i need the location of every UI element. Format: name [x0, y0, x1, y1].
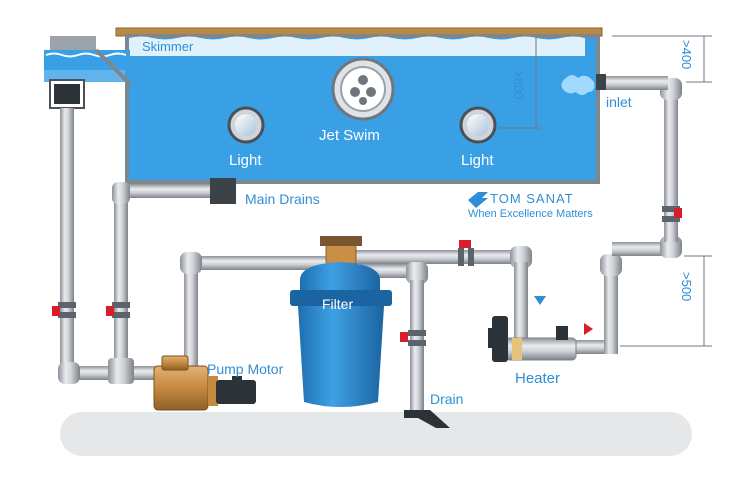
light-left-label: Light: [229, 152, 262, 169]
valve-return[interactable]: [674, 208, 682, 218]
pipe-inlet-h: [602, 76, 668, 90]
filter-label: Filter: [322, 296, 354, 312]
triangle-right-icon: [584, 323, 593, 335]
pipe-pump-up: [184, 262, 198, 376]
pipe-return-h: [612, 242, 674, 256]
pipe-skimmer-down: [60, 108, 74, 376]
main-drain-fitting: [210, 178, 236, 204]
ground-slab: [60, 412, 692, 456]
valve-drain[interactable]: [400, 332, 408, 342]
pump-motor: [153, 355, 256, 411]
drain-label: Drain: [430, 391, 464, 407]
jet-swim-label: Jet Swim: [319, 127, 380, 144]
pump-motor-label: Pump Motor: [207, 361, 284, 377]
valve-main-drain[interactable]: [106, 306, 114, 316]
skimmer-label: Skimmer: [142, 39, 194, 54]
light-right: [459, 106, 497, 144]
pipe-filter-out: [350, 250, 520, 264]
pipe-main-drain-down: [114, 194, 128, 374]
dimension-above-water: >400: [679, 40, 694, 70]
skimmer-unit: [44, 36, 132, 109]
brand-tagline: When Excellence Matters: [468, 208, 593, 220]
valve-skimmer[interactable]: [52, 306, 60, 316]
jet-swim-unit: [331, 57, 395, 121]
inlet-spray: [561, 74, 606, 95]
inlet-label: inlet: [606, 94, 632, 110]
triangle-down-icon: [534, 296, 546, 305]
light-left: [227, 106, 265, 144]
brand-name: TOM SANAT: [490, 191, 574, 206]
pipe-heater-down: [514, 262, 528, 340]
dimension-lines: [498, 35, 712, 347]
pipe-return-up: [604, 262, 618, 354]
filter-tank: [290, 236, 392, 407]
dimension-depth-inlet: >800: [511, 70, 526, 100]
valve-heater-bypass[interactable]: [459, 240, 471, 248]
drain-outlet: [404, 410, 450, 428]
pipe-main-drain-h: [120, 184, 220, 198]
light-right-label: Light: [461, 152, 494, 169]
pipe-filter-in: [190, 256, 330, 270]
pipe-heater-out: [570, 340, 610, 354]
main-drains-label: Main Drains: [245, 191, 320, 207]
heater-unit: [488, 316, 577, 362]
pipe-inlet-up: [664, 92, 678, 242]
heater-label: Heater: [515, 370, 561, 387]
brand-logo-icon: [468, 192, 488, 208]
dimension-heater-rise: >500: [679, 272, 694, 302]
